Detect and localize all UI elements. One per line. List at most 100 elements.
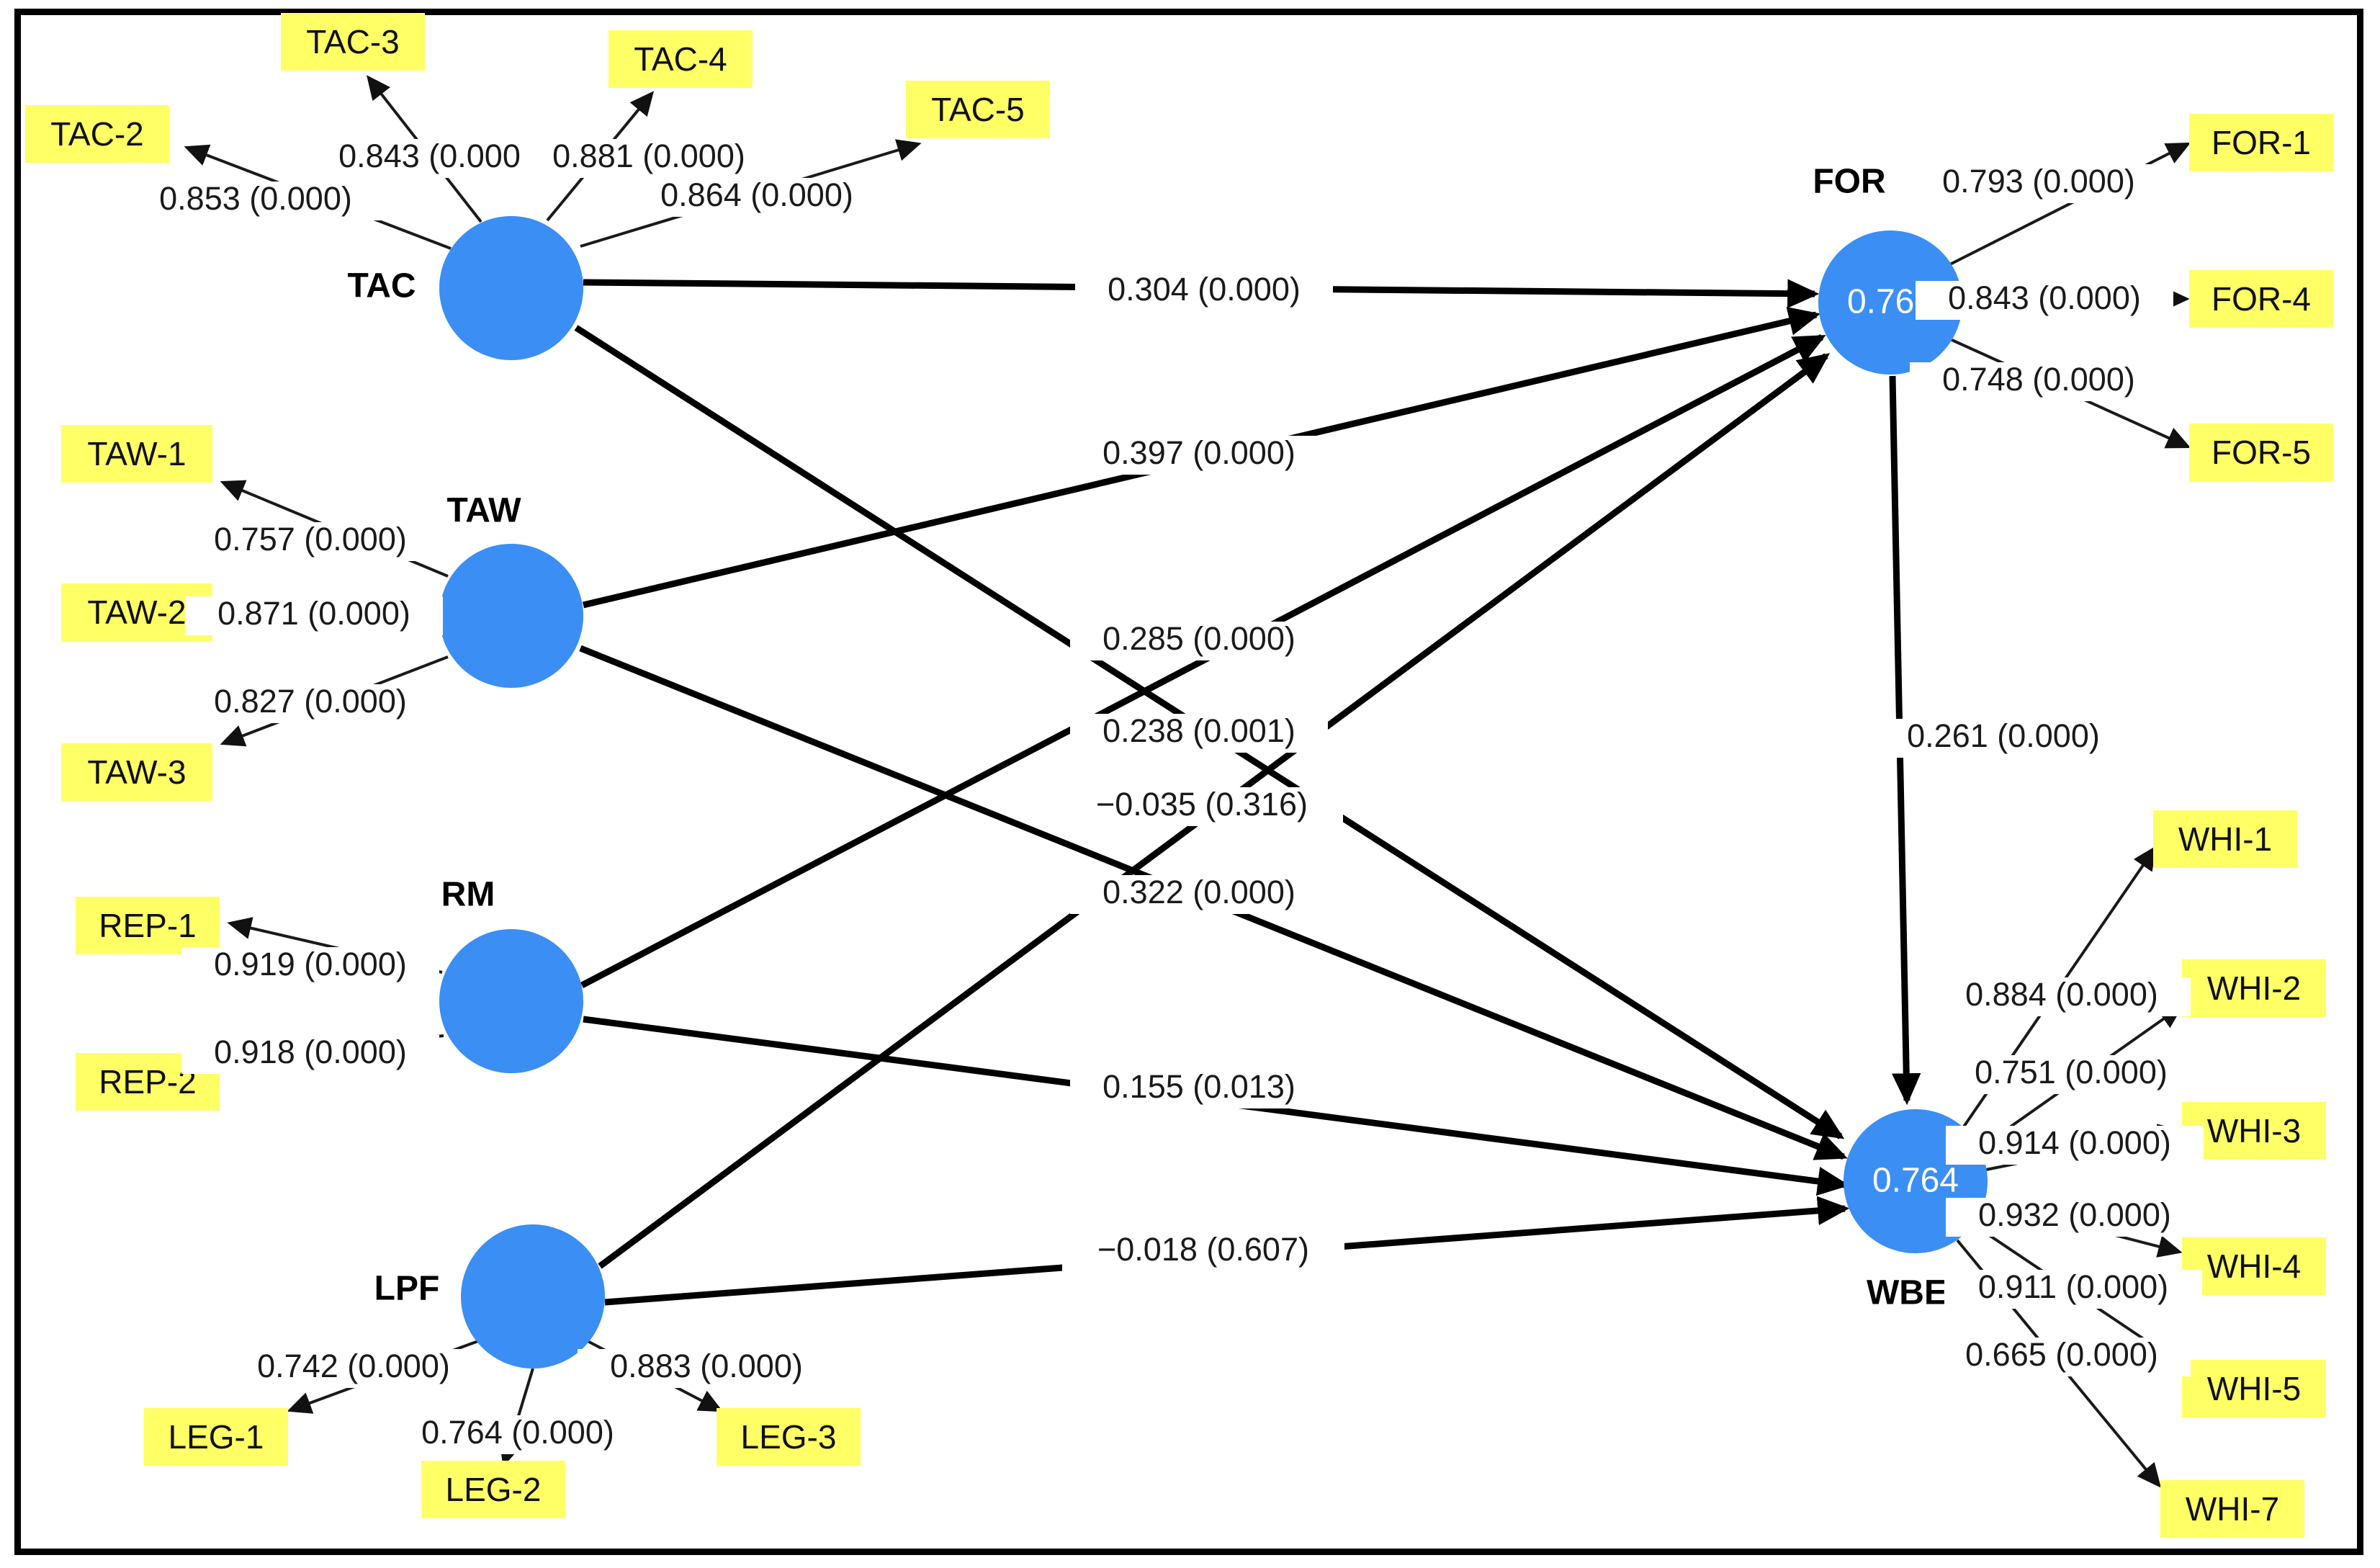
coef-backdrop	[1062, 1232, 1344, 1271]
construct-tac[interactable]: TAC	[347, 216, 583, 360]
construct-label: LPF	[374, 1270, 440, 1308]
indicator-box[interactable]	[421, 1461, 565, 1518]
indicator-label: FOR-1	[2211, 124, 2311, 161]
coef-taw-wbe: 0.322 (0.000)	[1070, 874, 1328, 914]
indicator-whi-3[interactable]: WHI-3	[2182, 1102, 2326, 1160]
indicator-label: LEG-1	[169, 1418, 264, 1456]
construct-taw[interactable]: TAW	[439, 492, 583, 688]
coef-backdrop	[1933, 977, 2191, 1016]
coef-tac-tac2: 0.853 (0.000)	[126, 180, 387, 220]
coef-backdrop	[1942, 1055, 2200, 1094]
construct-r2-value: 0.764	[1872, 1162, 1959, 1200]
indicator-box[interactable]	[906, 81, 1050, 138]
indicator-leg-2[interactable]: LEG-2	[421, 1461, 565, 1518]
indicator-box[interactable]	[25, 105, 169, 163]
coef-rm-for: 0.285 (0.000)	[1070, 620, 1328, 660]
coef-tac-wbe: −0.035 (0.316)	[1061, 786, 1343, 826]
indicator-for-5[interactable]: FOR-5	[2189, 424, 2333, 481]
indicator-box[interactable]	[61, 425, 212, 483]
coef-for-for1: 0.793 (0.000)	[1910, 163, 2168, 203]
coef-taw-taw3: 0.827 (0.000)	[181, 683, 439, 723]
coef-backdrop	[1933, 1338, 2191, 1376]
indicator-tac-2[interactable]: TAC-2	[25, 105, 169, 163]
indicator-box[interactable]	[2182, 959, 2326, 1017]
construct-rm[interactable]: RM	[439, 876, 583, 1073]
coef-taw-taw2: 0.871 (0.000)	[185, 595, 443, 635]
indicator-box[interactable]	[609, 30, 753, 88]
coef-lpf-leg2: 0.764 (0.000)	[389, 1414, 647, 1454]
coef-wbe-whi7: 0.665 (0.000)	[1933, 1336, 2191, 1376]
coef-backdrop	[1874, 719, 2132, 758]
construct-circle[interactable]	[1818, 230, 1962, 375]
indicator-whi-4[interactable]: WHI-4	[2182, 1237, 2326, 1295]
coef-backdrop	[1070, 622, 1328, 660]
indicator-taw-3[interactable]: TAW-3	[61, 743, 212, 801]
construct-nodes: TAC TAW RM LPF 0.760 FOR 0.764	[347, 163, 1988, 1368]
construct-circle[interactable]	[439, 544, 583, 688]
construct-circle[interactable]	[461, 1224, 605, 1368]
indicator-boxes: TAC-2 TAC-3 TAC-4 TAC-5 TAW-1 TAW-2	[25, 13, 2333, 1538]
coef-wbe-whi1: 0.884 (0.000)	[1933, 976, 2191, 1016]
indicator-label: TAC-3	[306, 23, 400, 61]
indicator-box[interactable]	[2182, 1360, 2326, 1417]
construct-label: TAW	[446, 492, 521, 530]
coefficient-label: 0.751 (0.000)	[1975, 1054, 2168, 1090]
indicator-tac-4[interactable]: TAC-4	[609, 30, 753, 88]
coefficient-label: 0.871 (0.000)	[217, 595, 410, 632]
indicator-for-1[interactable]: FOR-1	[2189, 114, 2333, 171]
construct-label: TAC	[347, 267, 416, 305]
indicator-box[interactable]	[717, 1408, 861, 1466]
structural-coefficient-labels: 0.304 (0.000) 0.397 (0.000) 0.285 (0.000…	[1061, 271, 2132, 1271]
indicator-box[interactable]	[2153, 810, 2297, 868]
indicator-label: TAC-4	[634, 40, 727, 78]
indicator-rep-1[interactable]: REP-1	[76, 897, 220, 954]
coefficient-label: 0.764 (0.000)	[421, 1414, 614, 1451]
coef-lpf-for: 0.238 (0.001)	[1070, 712, 1328, 753]
coef-wbe-whi5: 0.911 (0.000)	[1944, 1268, 2202, 1309]
coefficient-label: 0.918 (0.000)	[214, 1034, 407, 1070]
coefficient-label: 0.919 (0.000)	[214, 946, 407, 982]
indicator-box[interactable]	[2189, 270, 2333, 328]
construct-circle[interactable]	[439, 929, 583, 1073]
construct-circle[interactable]	[439, 216, 583, 360]
indicator-box[interactable]	[2189, 114, 2333, 171]
indicator-label: WHI-3	[2207, 1112, 2301, 1150]
indicator-box[interactable]	[61, 743, 212, 801]
indicator-leg-3[interactable]: LEG-3	[717, 1408, 861, 1466]
indicator-tac-5[interactable]: TAC-5	[906, 81, 1050, 138]
coefficient-label: 0.881 (0.000)	[552, 138, 745, 174]
coef-backdrop	[1946, 1198, 2204, 1237]
indicator-label: WHI-7	[2186, 1490, 2279, 1528]
coef-lpf-leg1: 0.742 (0.000)	[225, 1348, 482, 1388]
indicator-box[interactable]	[2182, 1102, 2326, 1160]
indicator-whi-2[interactable]: WHI-2	[2182, 959, 2326, 1017]
indicator-box[interactable]	[144, 1408, 288, 1466]
coef-backdrop	[181, 522, 439, 561]
indicator-whi-1[interactable]: WHI-1	[2153, 810, 2297, 868]
coefficient-label: 0.884 (0.000)	[1965, 976, 2158, 1013]
indicator-taw-1[interactable]: TAW-1	[61, 425, 212, 483]
coef-lpf-wbe: −0.018 (0.607)	[1062, 1231, 1344, 1271]
coef-backdrop	[181, 684, 439, 723]
construct-lpf[interactable]: LPF	[374, 1224, 605, 1368]
indicator-leg-1[interactable]: LEG-1	[144, 1408, 288, 1466]
coefficient-label: 0.914 (0.000)	[1978, 1124, 2171, 1161]
indicator-box[interactable]	[2182, 1237, 2326, 1295]
indicator-tac-3[interactable]: TAC-3	[281, 13, 425, 71]
coef-backdrop	[628, 178, 886, 217]
indicator-for-4[interactable]: FOR-4	[2189, 270, 2333, 328]
coefficient-label: 0.742 (0.000)	[257, 1348, 450, 1384]
indicator-box[interactable]	[281, 13, 425, 71]
coef-taw-for: 0.397 (0.000)	[1070, 434, 1328, 475]
indicator-box[interactable]	[76, 897, 220, 954]
coefficient-label: 0.322 (0.000)	[1103, 874, 1295, 910]
indicator-box[interactable]	[2189, 424, 2333, 481]
coefficient-label: 0.843 (0.000)	[338, 138, 531, 174]
coef-backdrop	[181, 947, 439, 986]
indicator-whi-7[interactable]: WHI-7	[2160, 1480, 2304, 1538]
indicator-label: WHI-5	[2207, 1370, 2301, 1407]
indicator-box[interactable]	[2160, 1480, 2304, 1538]
indicator-whi-5[interactable]: WHI-5	[2182, 1360, 2326, 1417]
coef-backdrop	[185, 596, 443, 635]
construct-label: FOR	[1813, 163, 1885, 201]
